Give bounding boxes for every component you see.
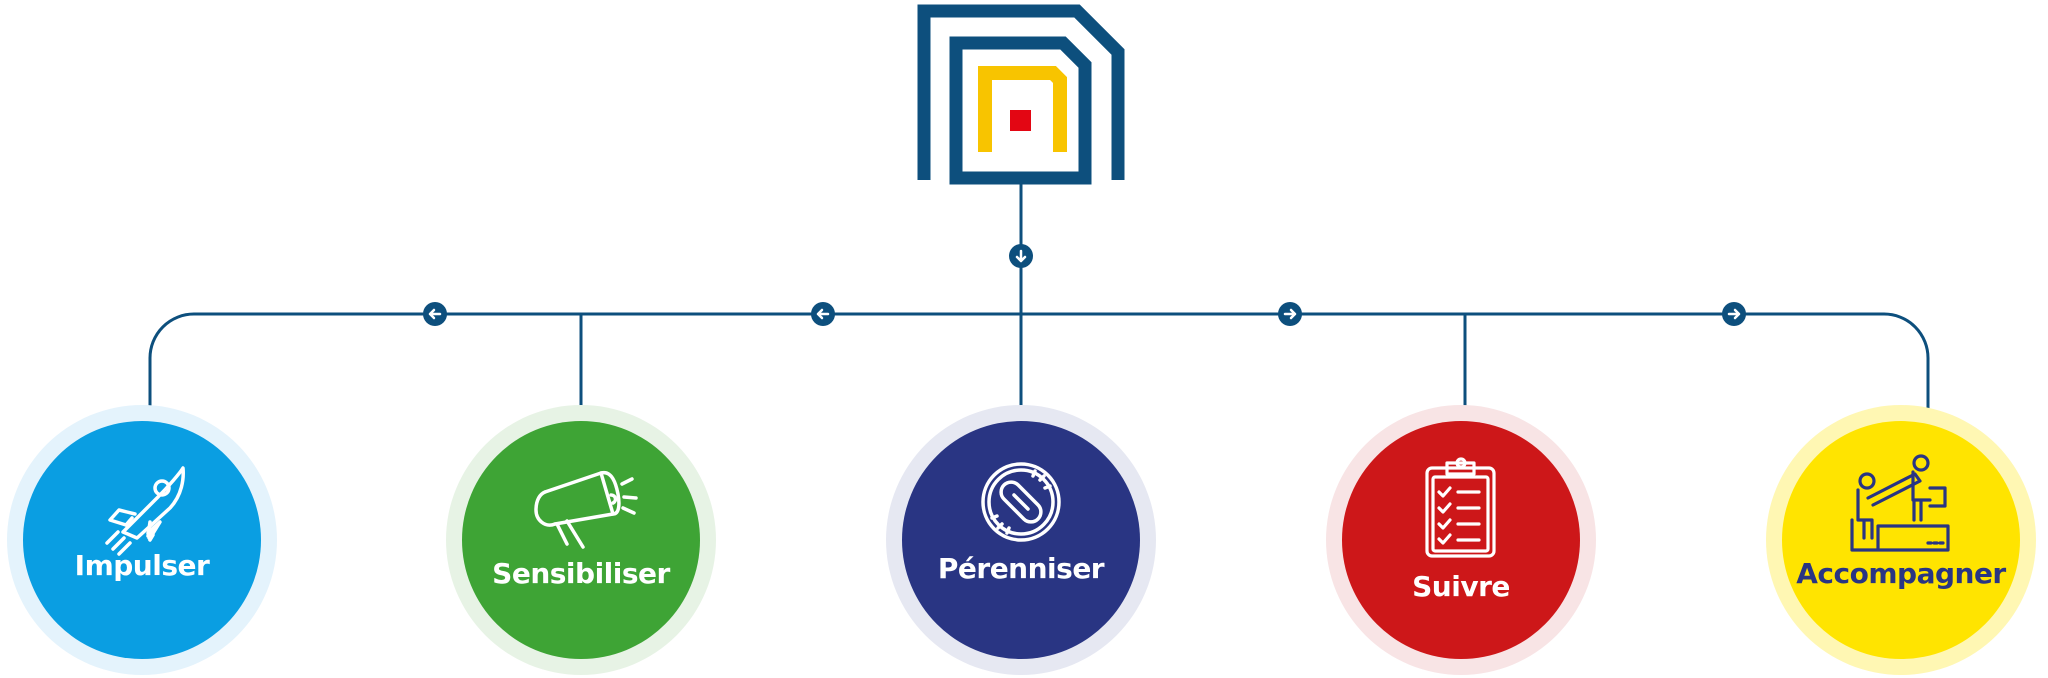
node-impulser: Impulser <box>7 405 277 675</box>
organization-logo <box>917 4 1125 185</box>
node-label-perenniser: Pérenniser <box>938 552 1105 585</box>
connector-lines <box>148 180 1930 420</box>
node-perenniser: Pérenniser <box>886 405 1156 675</box>
arrow-markers <box>423 244 1746 326</box>
chain-link-icon <box>981 462 1061 542</box>
node-label-impulser: Impulser <box>75 549 210 582</box>
megaphone-icon <box>534 470 638 549</box>
node-label-sensibiliser: Sensibiliser <box>492 557 670 590</box>
arrow-left-icon <box>423 302 447 326</box>
clipboard-check-icon <box>1425 457 1496 558</box>
arrow-down-icon <box>1009 244 1033 268</box>
node-label-suivre: Suivre <box>1412 570 1510 603</box>
helping-hand-icon <box>1850 454 1950 552</box>
arrow-left-icon <box>811 302 835 326</box>
node-sensibiliser: Sensibiliser <box>446 405 716 675</box>
node-label-accompagner: Accompagner <box>1796 557 2006 590</box>
node-suivre: Suivre <box>1326 405 1596 675</box>
arrow-right-icon <box>1278 302 1302 326</box>
rocket-icon <box>105 466 185 556</box>
arrow-right-icon <box>1722 302 1746 326</box>
node-accompagner: Accompagner <box>1766 405 2036 675</box>
